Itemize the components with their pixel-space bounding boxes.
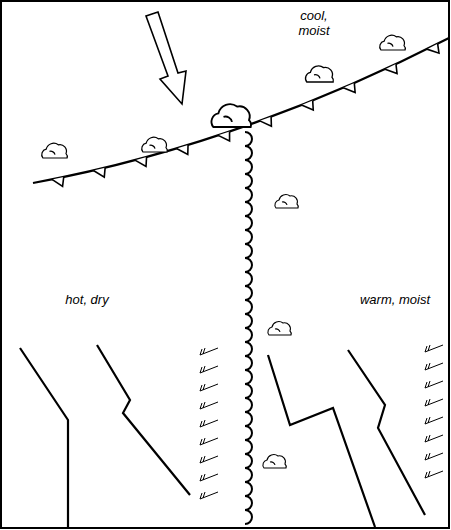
front-triangle <box>260 117 272 126</box>
wind-barb <box>425 417 443 424</box>
wind-barb <box>200 474 218 481</box>
wind-barb <box>200 420 218 427</box>
front-triangle <box>177 145 188 154</box>
isoline <box>97 345 190 495</box>
wind-barb <box>425 381 443 388</box>
wind-barb <box>425 345 443 352</box>
wind-barb <box>425 363 443 370</box>
wind-barb <box>425 363 443 370</box>
wind-barb <box>425 345 443 352</box>
front-triangle <box>93 168 105 177</box>
cloud <box>306 66 334 82</box>
region-label: warm, moist <box>350 292 440 307</box>
dry-line-scallops <box>245 132 252 524</box>
cloud <box>275 195 298 208</box>
motion-arrow <box>146 12 186 104</box>
clouds <box>42 35 406 468</box>
wind-barb <box>200 348 218 355</box>
wind-barbs <box>200 345 443 499</box>
cold-front-line <box>33 38 449 183</box>
wind-barb <box>425 471 443 478</box>
motion-arrow <box>146 12 186 104</box>
cloud <box>42 143 68 158</box>
wind-barb <box>200 420 218 427</box>
isolines <box>20 345 425 527</box>
wind-barb <box>425 435 443 442</box>
wind-barb <box>425 417 443 424</box>
region-label: cool, moist <box>290 8 338 38</box>
front-triangle <box>343 83 355 92</box>
wind-barb <box>425 381 443 388</box>
wind-barb <box>200 366 218 373</box>
wind-barb <box>200 474 218 481</box>
wind-barb <box>200 438 218 445</box>
wind-barb <box>425 471 443 478</box>
front-triangle <box>302 101 314 110</box>
wind-barb <box>200 366 218 373</box>
wind-barb <box>200 348 218 355</box>
cloud <box>268 322 291 335</box>
cloud <box>263 455 286 468</box>
wind-barb <box>200 456 218 463</box>
wind-barb <box>425 435 443 442</box>
cold-front <box>33 38 449 186</box>
isoline <box>20 348 68 527</box>
isoline <box>348 350 425 515</box>
wind-barb <box>200 438 218 445</box>
cloud <box>211 104 251 127</box>
region-label: hot, dry <box>52 292 122 307</box>
wind-barb <box>425 453 443 460</box>
isoline <box>268 355 375 527</box>
wind-barb <box>425 453 443 460</box>
cloud <box>142 137 168 152</box>
front-triangle <box>427 44 439 53</box>
wind-barb <box>200 384 218 391</box>
wind-barb <box>425 399 443 406</box>
wind-barb <box>200 402 218 409</box>
cloud <box>380 35 406 50</box>
front-triangle <box>385 64 397 73</box>
wind-barb <box>200 492 218 499</box>
front-triangle <box>135 157 147 166</box>
front-triangle <box>52 177 64 186</box>
wind-barb <box>200 384 218 391</box>
wind-barb <box>200 456 218 463</box>
wind-barb <box>425 399 443 406</box>
dry-line <box>245 132 252 524</box>
wind-barb <box>200 402 218 409</box>
front-triangle <box>218 132 229 141</box>
wind-barb <box>200 492 218 499</box>
